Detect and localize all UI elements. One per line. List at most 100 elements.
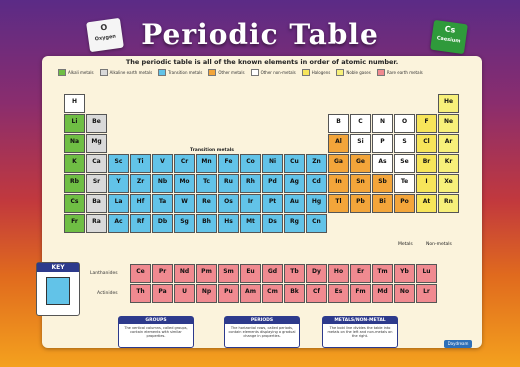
element-symbol: Cd <box>312 178 321 185</box>
element-cell: P <box>372 134 393 153</box>
element-symbol: Sr <box>92 178 101 185</box>
element-cell: Ga <box>328 154 349 173</box>
lanthanides-label: Lanthanides <box>90 271 118 276</box>
element-cell: W <box>174 194 195 213</box>
element-symbol: N <box>379 118 386 125</box>
legend-label: Other metals <box>218 70 245 75</box>
legend-label: Other non-metals <box>260 70 296 75</box>
element-cell: Pd <box>262 174 283 193</box>
key-title: KEY <box>37 263 79 272</box>
element-cell: Br <box>416 154 437 173</box>
element-symbol: Md <box>377 288 388 295</box>
f-block-cell: Fm <box>350 284 371 303</box>
element-cell: Db <box>152 214 173 233</box>
f-block-cell: Eu <box>240 264 261 283</box>
element-cell: Hs <box>218 214 239 233</box>
element-cell: Fr <box>64 214 85 233</box>
element-symbol: Am <box>245 288 256 295</box>
element-symbol: Cl <box>423 138 430 145</box>
element-cell: As <box>372 154 393 173</box>
element-symbol: Co <box>246 158 255 165</box>
element-cell: Sr <box>86 174 107 193</box>
info-box-text: The bold line divides the table into met… <box>327 326 393 338</box>
element-symbol: Te <box>400 178 409 185</box>
element-symbol: La <box>114 198 123 205</box>
element-symbol: Ds <box>268 218 277 225</box>
legend-item: Other non-metals <box>250 69 296 76</box>
element-cell: Y <box>108 174 129 193</box>
element-symbol: Ge <box>356 158 365 165</box>
element-cell: Co <box>240 154 261 173</box>
element-cell: La <box>108 194 129 213</box>
element-symbol: Ag <box>290 178 299 185</box>
element-symbol: Sc <box>114 158 123 165</box>
publisher-logo: Daydream <box>444 340 472 348</box>
f-block-cell: Pr <box>152 264 173 283</box>
f-block-cell: Lr <box>416 284 437 303</box>
element-cell: Cl <box>416 134 437 153</box>
element-symbol: Ir <box>247 198 254 205</box>
element-symbol: K <box>72 158 77 165</box>
element-cell: Cd <box>306 174 327 193</box>
element-symbol: Fm <box>355 288 366 295</box>
element-symbol: Ga <box>334 158 343 165</box>
element-symbol: Ac <box>114 218 123 225</box>
legend-swatch <box>250 69 259 76</box>
element-symbol: Lu <box>422 268 431 275</box>
legend-swatch <box>99 69 108 76</box>
element-cell: He <box>438 94 459 113</box>
element-cell: Tl <box>328 194 349 213</box>
element-symbol: C <box>358 118 363 125</box>
element-symbol: Rf <box>136 218 145 225</box>
element-cell: Rg <box>284 214 305 233</box>
element-symbol: Ne <box>443 118 454 125</box>
element-symbol: Eu <box>246 268 255 275</box>
f-block-cell: Nd <box>174 264 195 283</box>
element-symbol: Ar <box>444 138 453 145</box>
actinides-label: Actinides <box>97 291 118 296</box>
element-symbol: Bk <box>290 288 299 295</box>
f-block-cell: Ce <box>130 264 151 283</box>
legend-label: Transition metals <box>168 70 203 75</box>
element-cell: V <box>152 154 173 173</box>
element-symbol: Ni <box>268 158 277 165</box>
element-cell: B <box>328 114 349 133</box>
element-symbol: Rn <box>444 198 453 205</box>
element-symbol: Br <box>422 158 431 165</box>
element-symbol: O <box>401 118 408 125</box>
element-cell: I <box>416 174 437 193</box>
element-symbol: Ho <box>333 268 344 275</box>
element-symbol: Dy <box>312 268 321 275</box>
element-cell: Tc <box>196 174 217 193</box>
f-block-cell: No <box>394 284 415 303</box>
legend-swatch <box>301 69 310 76</box>
element-cell: Ar <box>438 134 459 153</box>
element-symbol: Cf <box>312 288 320 295</box>
element-cell: Ti <box>130 154 151 173</box>
f-block-cell: Th <box>130 284 151 303</box>
f-block-cell: Am <box>240 284 261 303</box>
f-block-cell: Bk <box>284 284 305 303</box>
element-symbol: Lr <box>423 288 430 295</box>
element-symbol: Pt <box>268 198 277 205</box>
element-cell: In <box>328 174 349 193</box>
element-symbol: Mo <box>179 178 190 185</box>
element-symbol: Er <box>356 268 365 275</box>
element-symbol: Pa <box>158 288 167 295</box>
element-cell: Li <box>64 114 85 133</box>
element-symbol: Mn <box>201 158 212 165</box>
legend-item: Noble gases <box>336 69 371 76</box>
element-symbol: Pr <box>158 268 167 275</box>
element-symbol: Na <box>69 138 80 145</box>
element-cell: At <box>416 194 437 213</box>
element-cell: Ds <box>262 214 283 233</box>
f-block-cell: Lu <box>416 264 437 283</box>
element-symbol: He <box>443 98 454 105</box>
transition-metals-label: Transition metals <box>190 148 234 153</box>
element-symbol: Kr <box>444 158 453 165</box>
element-cell: O <box>394 114 415 133</box>
caesium-tile-icon: Cs Caesium <box>430 19 468 55</box>
caesium-symbol: Cs <box>444 24 456 35</box>
